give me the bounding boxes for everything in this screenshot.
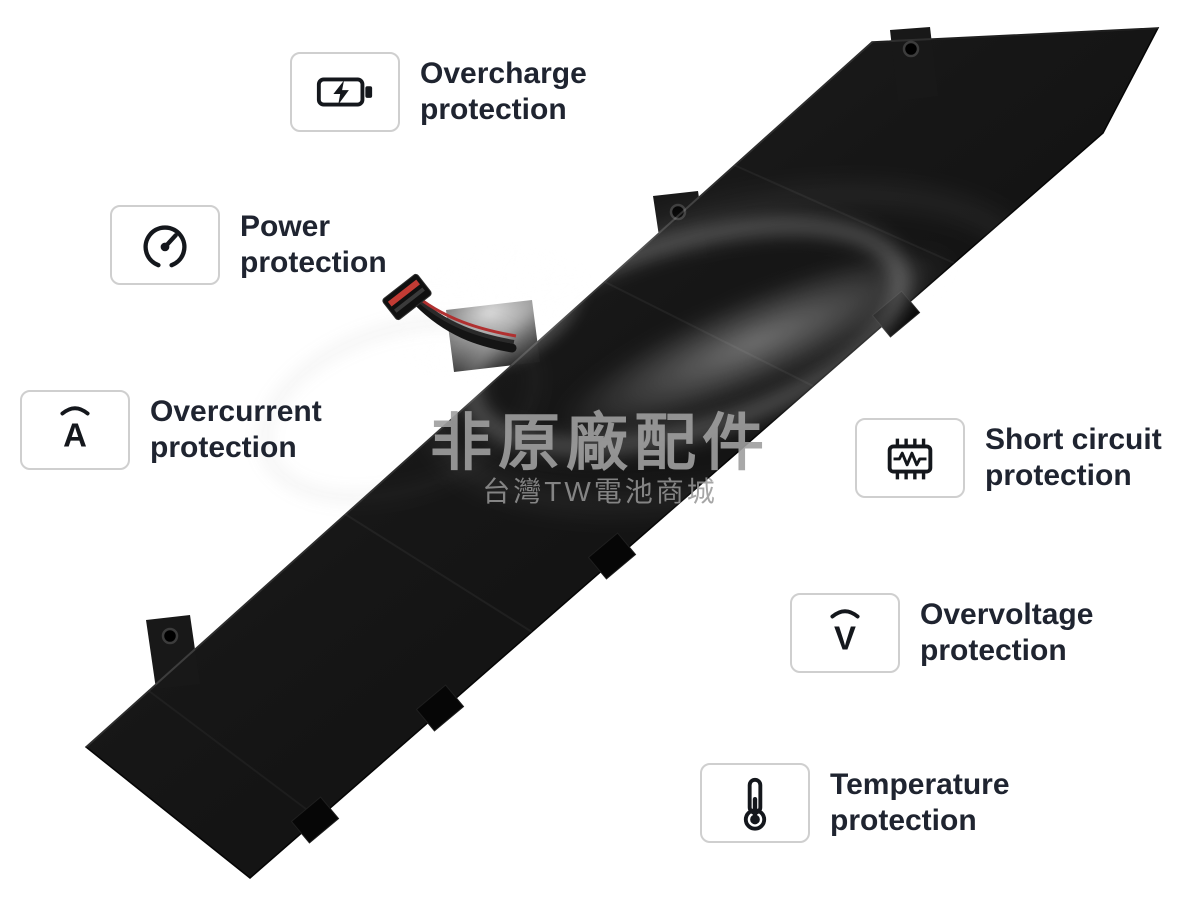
thermometer-icon bbox=[700, 763, 810, 843]
voltage-icon: V bbox=[790, 593, 900, 673]
svg-text:V: V bbox=[834, 619, 856, 656]
feature-short-circuit-protection: Short circuit protection bbox=[855, 418, 1162, 498]
battery-lightning-icon bbox=[290, 52, 400, 132]
ampere-icon: A bbox=[20, 390, 130, 470]
cable-connector bbox=[382, 273, 432, 321]
feature-label: Overvoltage protection bbox=[920, 598, 1094, 667]
feature-overcharge-protection: Overcharge protection bbox=[290, 52, 587, 132]
feature-label: Temperature protection bbox=[830, 768, 1010, 837]
feature-label: Short circuit protection bbox=[985, 423, 1162, 492]
feature-overcurrent-protection: A Overcurrent protection bbox=[20, 390, 322, 470]
feature-label: Overcurrent protection bbox=[150, 395, 322, 464]
power-gauge-icon bbox=[110, 205, 220, 285]
feature-power-protection: Power protection bbox=[110, 205, 387, 285]
svg-text:A: A bbox=[63, 416, 87, 453]
feature-label: Overcharge protection bbox=[420, 57, 587, 126]
feature-temperature-protection: Temperature protection bbox=[700, 763, 1010, 843]
circuit-chip-icon bbox=[855, 418, 965, 498]
feature-label: Power protection bbox=[240, 210, 387, 279]
feature-overvoltage-protection: V Overvoltage protection bbox=[790, 593, 1093, 673]
